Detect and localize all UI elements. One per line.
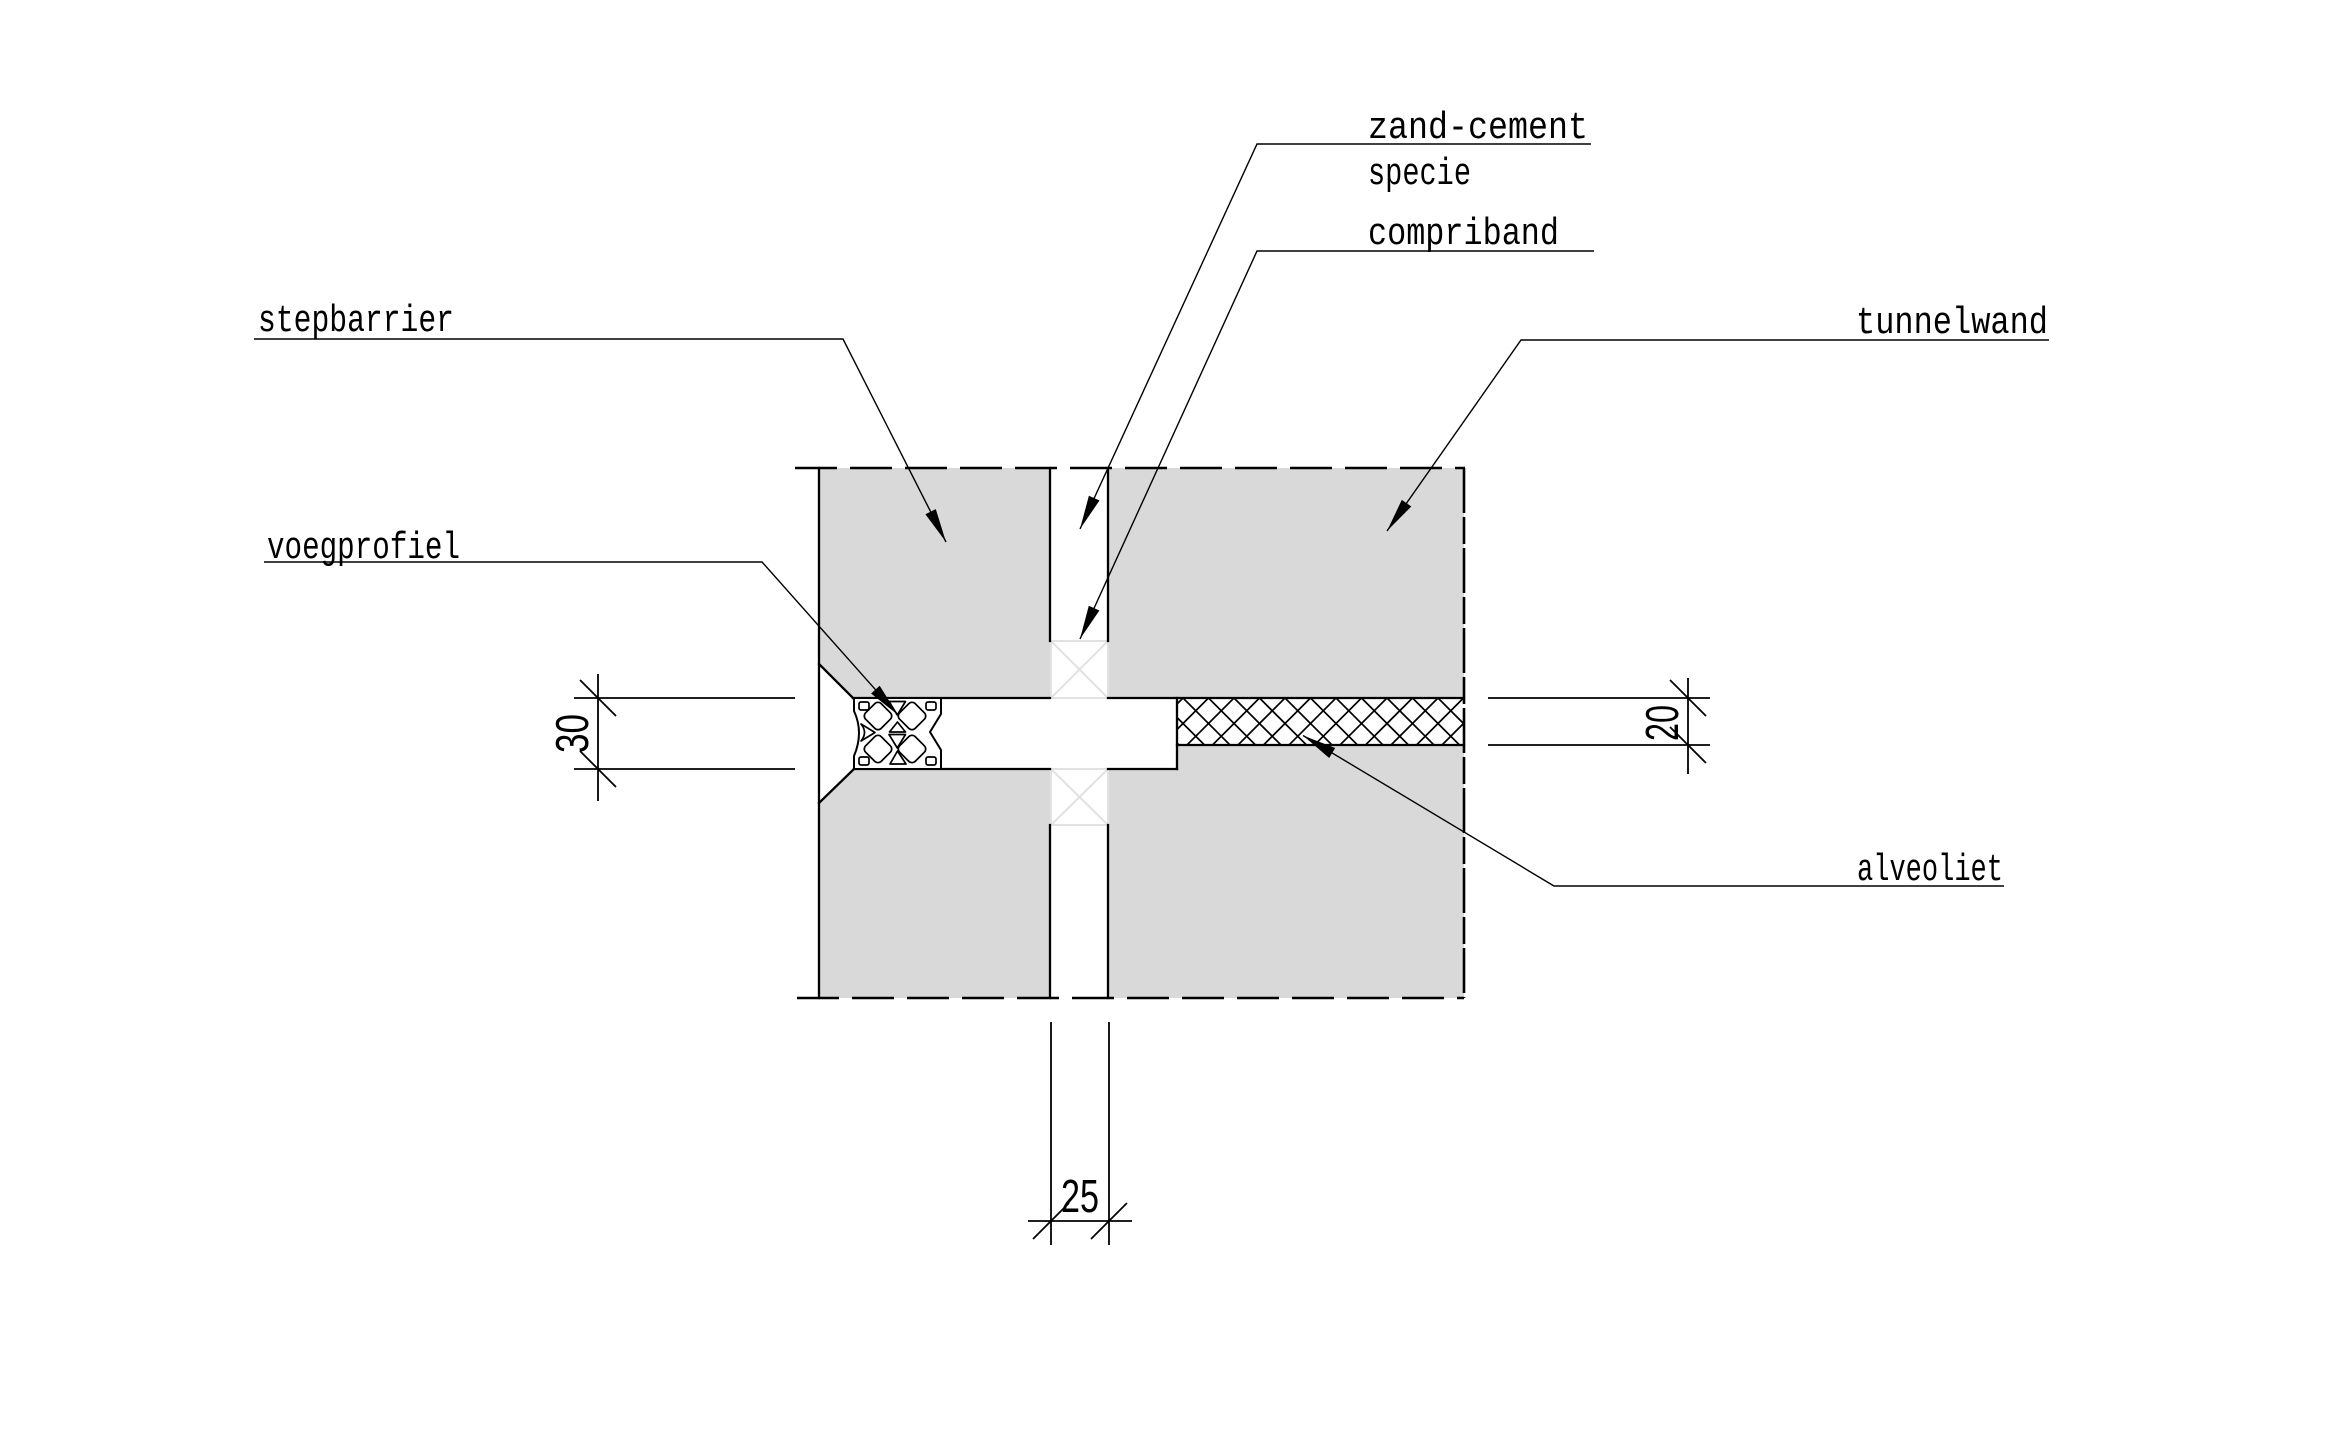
svg-text:20: 20	[1636, 705, 1688, 741]
svg-text:voegprofiel: voegprofiel	[267, 527, 460, 570]
svg-text:tunnelwand: tunnelwand	[1856, 302, 2048, 345]
svg-text:zand-cement: zand-cement	[1368, 107, 1588, 150]
svg-text:30: 30	[546, 714, 598, 753]
svg-text:25: 25	[1061, 1170, 1099, 1222]
svg-text:stepbarrier: stepbarrier	[258, 300, 454, 343]
svg-text:alveoliet: alveoliet	[1857, 849, 2003, 892]
svg-text:specie: specie	[1368, 153, 1471, 196]
svg-text:compriband: compriband	[1368, 213, 1559, 256]
